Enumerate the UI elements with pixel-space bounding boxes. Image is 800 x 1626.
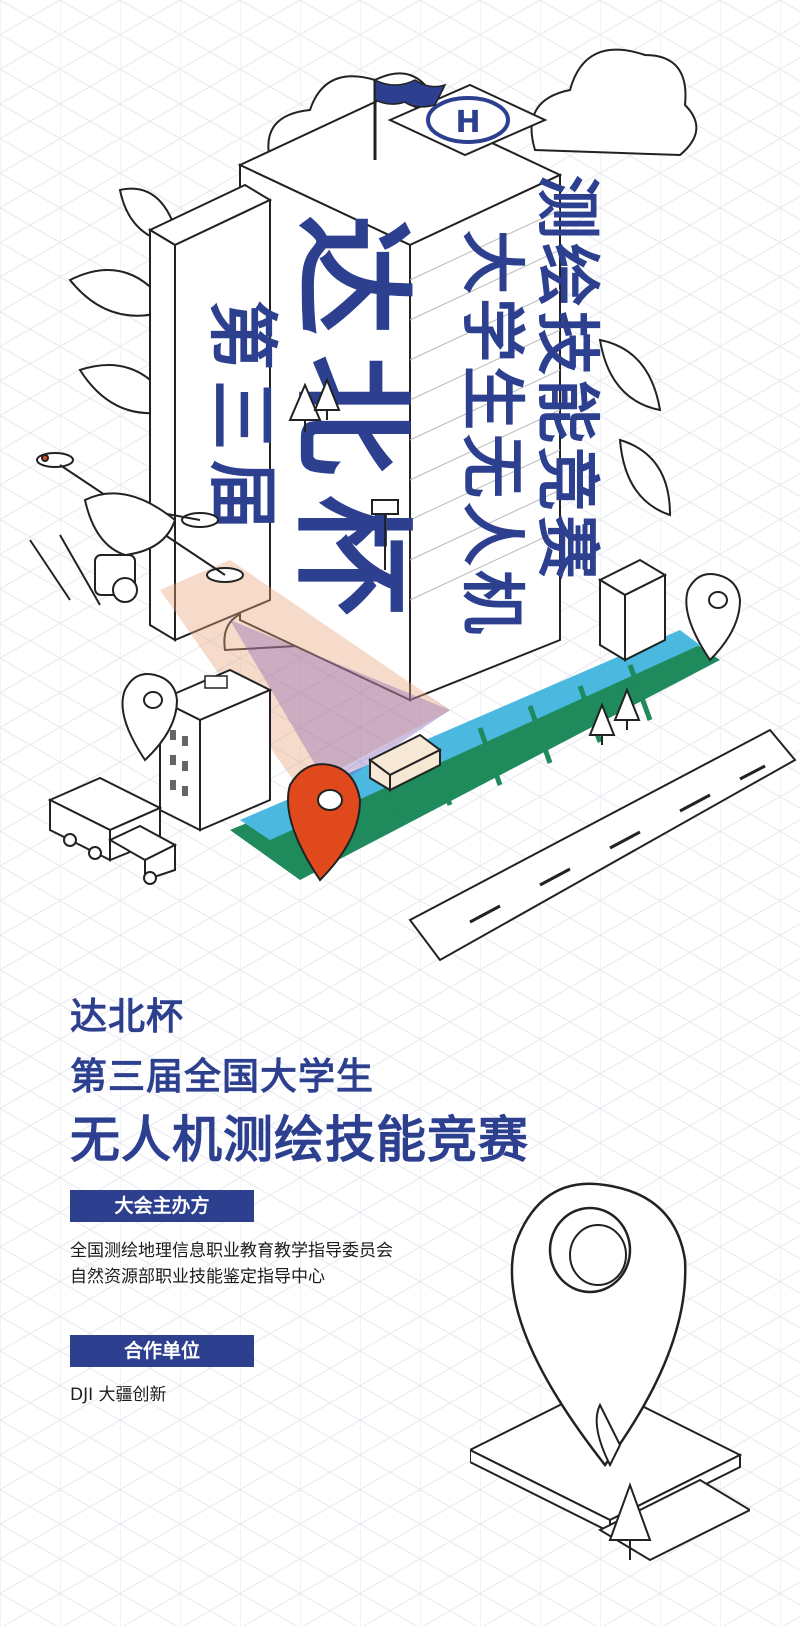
tower-text-right-b: 测绘技能竞赛 — [529, 175, 603, 583]
map-pin-icon — [121, 673, 179, 762]
map-pin-icon — [287, 763, 362, 882]
helipad: H — [387, 83, 548, 157]
cloud-icon — [530, 48, 698, 157]
partner-line: DJI 大疆创新 — [70, 1385, 167, 1405]
truck-icon — [47, 776, 178, 885]
map-pin-icon — [685, 573, 742, 662]
tower-text-left: 第三届 — [201, 300, 283, 540]
title-block: 达北杯 第三届全国大学生 无人机测绘技能竞赛 — [70, 990, 529, 1172]
edition-title: 第三届全国大学生 — [70, 1055, 374, 1098]
main-tower — [237, 93, 563, 702]
organizer-line: 自然资源部职业技能鉴定指导中心 — [70, 1267, 325, 1287]
tower-text-center: 达北杯 — [281, 215, 420, 635]
drone-scan-beam-shadow — [230, 620, 450, 790]
shop-building — [597, 558, 668, 662]
map-pin-icon — [470, 1182, 750, 1562]
organizer-line: 全国测绘地理信息职业教育教学指导委员会 — [70, 1241, 393, 1261]
van-icon — [368, 733, 442, 792]
lamp-post-icon — [371, 499, 399, 570]
cup-name: 达北杯 — [70, 995, 184, 1038]
road — [408, 728, 797, 962]
drone-icon — [29, 452, 244, 606]
leaf-decoration — [68, 187, 672, 517]
partners-label: 合作单位 — [70, 1335, 254, 1367]
tree-icon — [608, 1482, 652, 1560]
office-building — [157, 668, 273, 832]
tower-text-right-a: 大学生无人机 — [454, 230, 528, 638]
organizers-label: 大会主办方 — [70, 1190, 254, 1222]
tree-icon — [288, 377, 641, 745]
main-title: 无人机测绘技能竞赛 — [70, 1111, 529, 1169]
isometric-city-illustration: H 第三届 达北杯 大学生无人机 测绘技能竞赛 — [29, 48, 797, 962]
flag-icon — [373, 78, 447, 160]
helipad-letter: H — [455, 105, 480, 140]
drone-scan-beam — [160, 560, 450, 790]
